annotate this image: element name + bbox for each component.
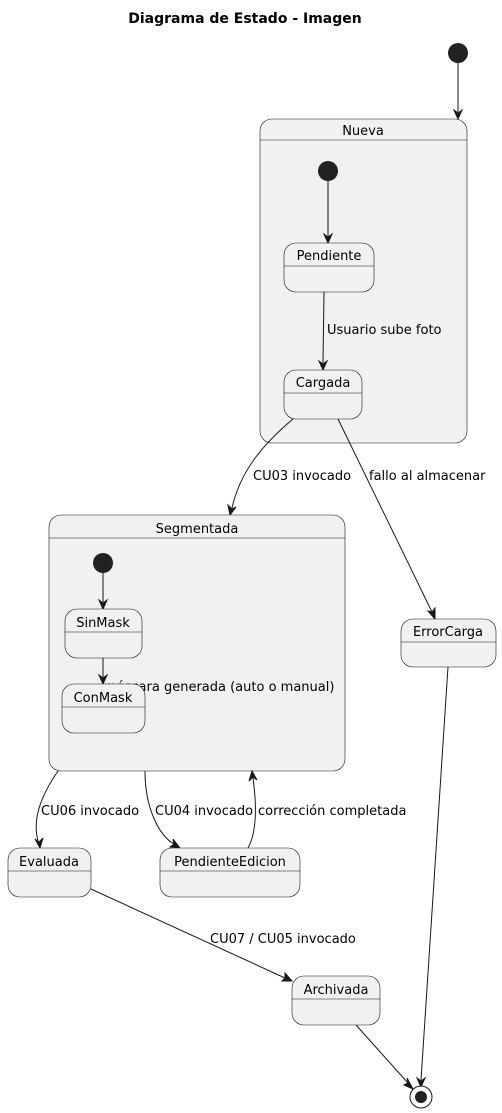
state-errorcarga-label: ErrorCarga	[413, 625, 483, 640]
edge-cargada-to-segmentada	[231, 418, 294, 509]
state-evaluada-label: Evaluada	[19, 855, 79, 870]
transition-label-sube-foto: Usuario sube foto	[327, 323, 442, 338]
state-nueva-label: Nueva	[342, 124, 384, 139]
arrowhead-initial-to-nueva	[452, 108, 464, 121]
arrowhead-cargada-to-segmentada	[227, 503, 237, 517]
edge-pendiente-to-cargada	[322, 291, 325, 364]
edge-errorcarga-to-final	[420, 666, 449, 1081]
arrowhead-sinmask-to-conmask	[97, 673, 109, 686]
state-cargada: Cargada	[283, 369, 363, 420]
edge-segmentada-to-evaluada	[35, 770, 59, 842]
transition-label-cu06: CU06 invocado	[41, 804, 139, 819]
initial-state-segmentada	[93, 553, 113, 573]
state-pendienteedicion: PendienteEdicion	[159, 847, 301, 898]
state-pendiente: Pendiente	[283, 242, 375, 293]
transition-label-cu04: CU04 invocado	[155, 804, 253, 819]
state-errorcarga: ErrorCarga	[400, 618, 497, 668]
state-pendiente-label: Pendiente	[297, 249, 362, 264]
state-archivada-label: Archivada	[304, 983, 369, 998]
arrowhead-evaluada-to-archivada	[280, 971, 294, 982]
state-archivada: Archivada	[291, 975, 381, 1026]
state-cargada-label: Cargada	[296, 376, 351, 391]
transition-label-fallo: fallo al almacenar	[369, 469, 486, 484]
transition-label-mascara: máscara generada (auto o manual)	[104, 680, 334, 695]
edge-pendienteedicion-to-segmentada	[247, 777, 256, 849]
transition-label-correccion: corrección completada	[258, 804, 406, 819]
arrowhead-nueva-initial-to-pendiente	[322, 232, 334, 245]
arrowhead-segmentada-to-pendienteedicion	[168, 838, 182, 849]
arrowhead-segmentada-to-evaluada	[34, 837, 44, 850]
diagram-title: Diagrama de Estado - Imagen	[128, 11, 362, 27]
transition-label-cu07: CU07 / CU05 invocado	[210, 932, 356, 947]
edge-cargada-to-errorcarga	[337, 418, 433, 613]
state-conmask: ConMask	[61, 683, 146, 734]
state-sinmask-label: SinMask	[76, 616, 130, 631]
state-pendienteedicion-label: PendienteEdicion	[174, 855, 286, 870]
edge-evaluada-to-archivada	[90, 888, 286, 979]
state-sinmask: SinMask	[64, 608, 143, 659]
final-state	[409, 1085, 433, 1109]
state-segmentada-label: Segmentada	[156, 522, 239, 537]
state-conmask-label: ConMask	[74, 691, 133, 706]
arrowhead-pendienteedicion-to-segmentada	[248, 769, 258, 782]
arrowhead-errorcarga-to-final	[415, 1076, 427, 1089]
initial-state-nueva	[318, 161, 338, 181]
state-evaluada: Evaluada	[7, 847, 92, 898]
initial-state-top	[448, 43, 468, 63]
arrowhead-cargada-to-errorcarga	[426, 606, 436, 621]
arrowhead-segmentada-initial-to-sinmask	[97, 598, 109, 611]
transition-label-cu03: CU03 invocado	[253, 469, 351, 484]
edge-archivada-to-final	[355, 1024, 409, 1084]
arrowhead-archivada-to-final	[402, 1077, 415, 1091]
edge-segmentada-to-pendienteedicion	[144, 770, 175, 845]
arrowhead-pendiente-to-cargada	[317, 359, 329, 372]
